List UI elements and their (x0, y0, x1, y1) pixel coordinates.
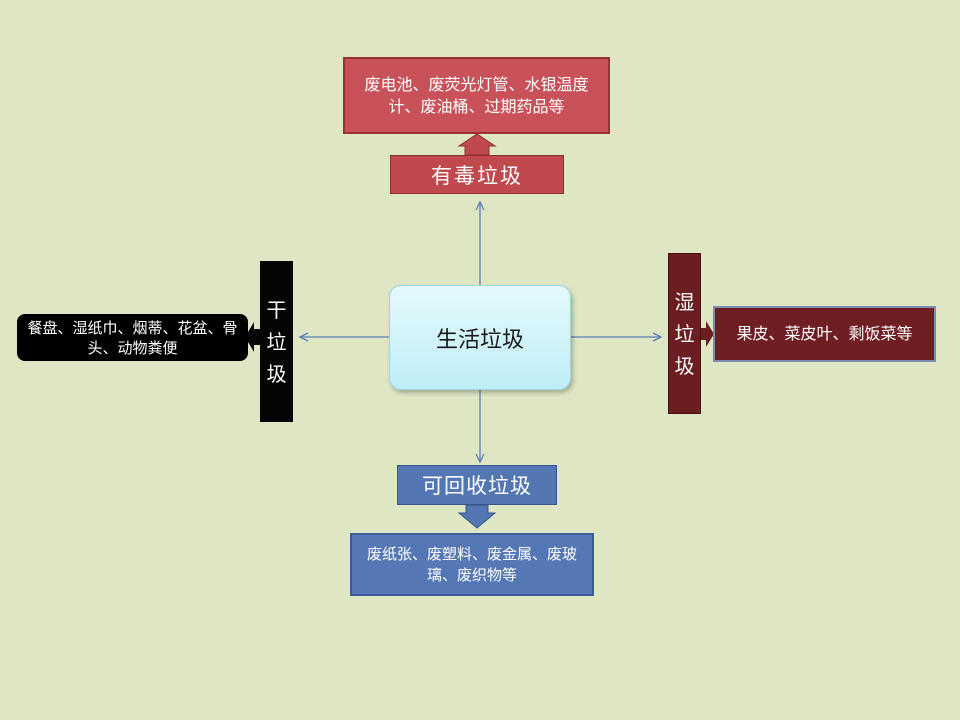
recyclable-block-arrow (457, 504, 497, 529)
wet-waste-label-char: 垃 (674, 321, 695, 346)
dry-waste-items: 餐盘、湿纸巾、烟蒂、花盆、骨头、动物粪便 (17, 314, 248, 361)
toxic-waste-node: 有毒垃圾 (390, 155, 564, 194)
dry-waste-label-char: 圾 (266, 361, 287, 386)
toxic-waste-items-text: 废电池、废荧光灯管、水银温度计、废油桶、过期药品等 (364, 74, 589, 116)
toxic-block-arrow (457, 133, 497, 156)
wet-block-arrow (701, 321, 714, 347)
recyclable-waste-node: 可回收垃圾 (397, 465, 557, 505)
wet-waste-label-char: 湿 (674, 289, 695, 314)
wet-waste-items: 果皮、菜皮叶、剩饭菜等 (713, 306, 936, 362)
recyclable-waste-items-text: 废纸张、废塑料、废金属、废玻璃、废织物等 (366, 544, 577, 584)
toxic-waste-label: 有毒垃圾 (431, 163, 523, 188)
wet-waste-items-text: 果皮、菜皮叶、剩饭菜等 (736, 324, 913, 343)
household-waste-label: 生活垃圾 (435, 327, 524, 353)
dry-waste-items-text: 餐盘、湿纸巾、烟蒂、花盆、骨头、动物粪便 (27, 318, 238, 357)
dry-block-arrow (245, 322, 260, 352)
recyclable-waste-items: 废纸张、废塑料、废金属、废玻璃、废织物等 (350, 533, 594, 596)
household-waste-node: 生活垃圾 (389, 285, 571, 390)
dry-waste-label-char: 垃 (266, 329, 287, 354)
dry-waste-label-char: 干 (266, 297, 287, 322)
recyclable-waste-label: 可回收垃圾 (422, 474, 532, 498)
wet-waste-node: 湿 垃 圾 (668, 253, 701, 414)
toxic-waste-items: 废电池、废荧光灯管、水银温度计、废油桶、过期药品等 (343, 57, 610, 134)
dry-waste-node: 干 垃 圾 (260, 261, 293, 422)
wet-waste-label-char: 圾 (674, 353, 695, 378)
